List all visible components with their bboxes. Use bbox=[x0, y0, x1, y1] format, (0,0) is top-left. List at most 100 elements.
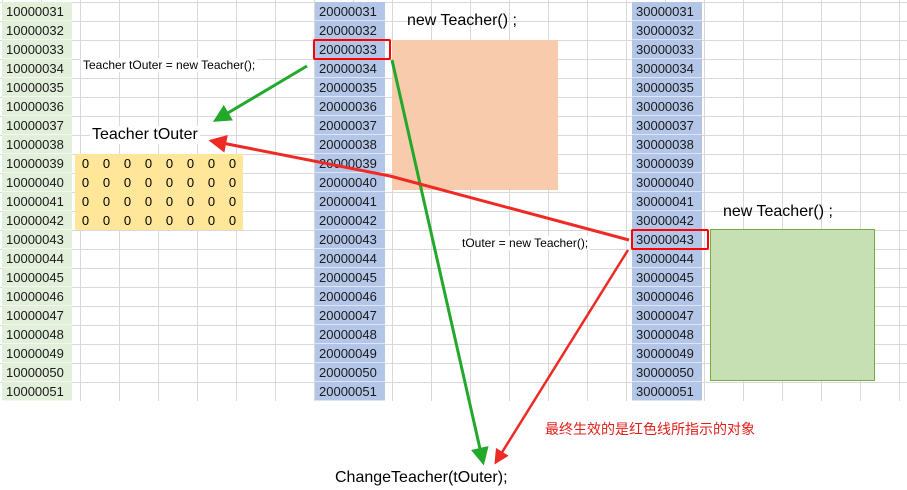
address-cell: 20000035 bbox=[315, 78, 385, 97]
address-cell: 30000041 bbox=[632, 192, 702, 211]
address-cell: 10000047 bbox=[2, 306, 72, 325]
address-cell: 20000038 bbox=[315, 135, 385, 154]
address-cell: 10000042 bbox=[2, 211, 72, 230]
address-cell: 20000050 bbox=[315, 363, 385, 382]
address-cell: 10000044 bbox=[2, 249, 72, 268]
zero-cell: 0 bbox=[102, 175, 111, 190]
zero-cell: 0 bbox=[165, 213, 174, 228]
address-cell: 30000031 bbox=[632, 2, 702, 21]
zero-cell: 0 bbox=[228, 175, 237, 190]
address-cell: 20000034 bbox=[315, 59, 385, 78]
address-cell: 10000049 bbox=[2, 344, 72, 363]
address-cell: 20000036 bbox=[315, 97, 385, 116]
zero-cell: 0 bbox=[228, 213, 237, 228]
address-cell: 30000050 bbox=[632, 363, 702, 382]
zero-cell: 0 bbox=[207, 194, 216, 209]
zero-cell: 0 bbox=[207, 175, 216, 190]
zero-cell: 0 bbox=[144, 213, 153, 228]
zero-cell: 0 bbox=[165, 194, 174, 209]
zero-cell: 0 bbox=[123, 175, 132, 190]
address-cell: 10000035 bbox=[2, 78, 72, 97]
address-cell: 20000051 bbox=[315, 382, 385, 401]
zero-cell: 0 bbox=[186, 175, 195, 190]
zero-cell: 0 bbox=[123, 213, 132, 228]
address-cell: 20000047 bbox=[315, 306, 385, 325]
label-note: 最终生效的是红色线所指示的对象 bbox=[545, 422, 755, 438]
teacher-object-block-2 bbox=[710, 229, 875, 381]
zero-cell: 0 bbox=[102, 156, 111, 171]
address-cell: 10000038 bbox=[2, 135, 72, 154]
zero-cell: 0 bbox=[186, 156, 195, 171]
zero-cell: 0 bbox=[186, 194, 195, 209]
label-declaration-statement: Teacher tOuter = new Teacher(); bbox=[81, 58, 258, 72]
address-cell: 20000031 bbox=[315, 2, 385, 21]
zero-cell: 0 bbox=[81, 175, 90, 190]
address-cell: 20000049 bbox=[315, 344, 385, 363]
address-cell: 30000037 bbox=[632, 116, 702, 135]
address-cell: 30000039 bbox=[632, 154, 702, 173]
address-cell: 30000051 bbox=[632, 382, 702, 401]
address-cell: 20000043 bbox=[315, 230, 385, 249]
address-cell: 10000041 bbox=[2, 192, 72, 211]
zero-cell: 0 bbox=[228, 194, 237, 209]
zero-cell: 0 bbox=[186, 213, 195, 228]
label-new-teacher-1: new Teacher() ; bbox=[407, 12, 517, 29]
address-cell: 10000046 bbox=[2, 287, 72, 306]
address-cell: 30000048 bbox=[632, 325, 702, 344]
green-arrow-decl-to-ref bbox=[212, 64, 308, 122]
address-cell: 30000047 bbox=[632, 306, 702, 325]
address-cell: 30000049 bbox=[632, 344, 702, 363]
zero-cell: 0 bbox=[81, 213, 90, 228]
address-cell: 10000031 bbox=[2, 2, 72, 21]
address-cell: 10000043 bbox=[2, 230, 72, 249]
address-cell: 20000041 bbox=[315, 192, 385, 211]
address-cell: 30000038 bbox=[632, 135, 702, 154]
address-cell: 20000045 bbox=[315, 268, 385, 287]
red-arrow-assign-to-ref bbox=[208, 134, 630, 242]
zero-cell: 0 bbox=[123, 156, 132, 171]
address-cell: 10000037 bbox=[2, 116, 72, 135]
red-arrow-obj-to-call bbox=[494, 249, 630, 465]
zero-cell: 0 bbox=[81, 194, 90, 209]
green-arrow-obj-to-call bbox=[390, 59, 489, 466]
zero-cell: 0 bbox=[228, 156, 237, 171]
address-cell: 10000036 bbox=[2, 97, 72, 116]
zero-cell: 0 bbox=[144, 194, 153, 209]
zero-cell: 0 bbox=[165, 175, 174, 190]
highlight-address-20000033 bbox=[313, 39, 391, 60]
address-cell: 20000046 bbox=[315, 287, 385, 306]
label-assignment-statement: tOuter = new Teacher(); bbox=[460, 236, 591, 250]
address-cell: 30000033 bbox=[632, 40, 702, 59]
zero-cell: 0 bbox=[102, 213, 111, 228]
zero-cell: 0 bbox=[165, 156, 174, 171]
address-cell: 10000040 bbox=[2, 173, 72, 192]
zero-cell: 0 bbox=[207, 156, 216, 171]
address-cell: 10000034 bbox=[2, 59, 72, 78]
address-cell: 20000048 bbox=[315, 325, 385, 344]
zero-cell: 0 bbox=[102, 194, 111, 209]
address-cell: 10000048 bbox=[2, 325, 72, 344]
zero-cell: 0 bbox=[144, 175, 153, 190]
address-cell: 10000032 bbox=[2, 21, 72, 40]
address-cell: 10000050 bbox=[2, 363, 72, 382]
address-cell: 30000036 bbox=[632, 97, 702, 116]
teacher-object-block-1 bbox=[392, 40, 558, 190]
address-cell: 30000044 bbox=[632, 249, 702, 268]
highlight-address-30000043 bbox=[631, 229, 709, 250]
address-cell: 10000051 bbox=[2, 382, 72, 401]
address-cell: 30000032 bbox=[632, 21, 702, 40]
address-cell: 20000040 bbox=[315, 173, 385, 192]
address-cell: 30000040 bbox=[632, 173, 702, 192]
address-cell: 20000037 bbox=[315, 116, 385, 135]
zero-cell: 0 bbox=[123, 194, 132, 209]
address-cell: 30000035 bbox=[632, 78, 702, 97]
zero-cell: 0 bbox=[207, 213, 216, 228]
address-cell: 20000044 bbox=[315, 249, 385, 268]
address-cell: 10000033 bbox=[2, 40, 72, 59]
